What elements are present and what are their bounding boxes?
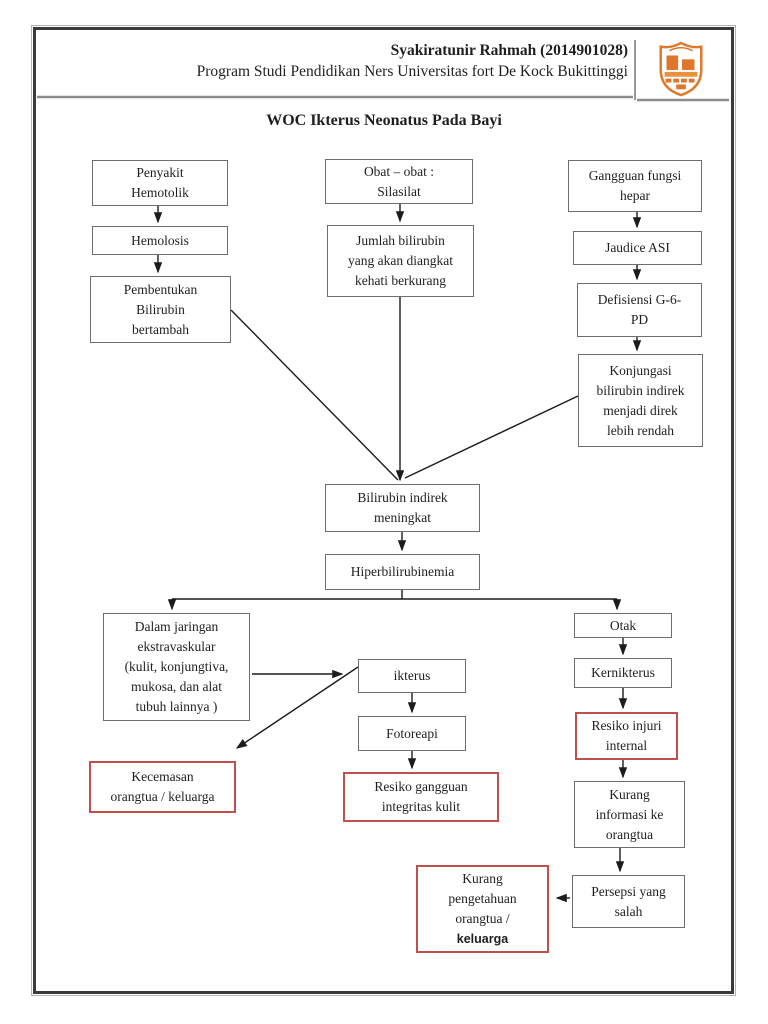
- flow-node-penyakit-hemotolik: Penyakit Hemotolik: [92, 160, 228, 206]
- flow-node-ikterus: ikterus: [358, 659, 466, 693]
- header: Syakiratunir Rahmah (2014901028) Program…: [120, 40, 628, 82]
- flow-node-bilirubin-indirek-meningkat: Bilirubin indirek meningkat: [325, 484, 480, 532]
- university-shield-logo-icon: [659, 41, 703, 97]
- flow-node-resiko-gangguan-integritas-kulit: Resiko gangguan integritas kulit: [343, 772, 499, 822]
- flow-node-konjungasi-bilirubin: Konjungasi bilirubin indirek menjadi dir…: [578, 354, 703, 447]
- flow-node-dalam-jaringan-ekstravaskular: Dalam jaringan ekstravaskular (kulit, ko…: [103, 613, 250, 721]
- flow-node-resiko-injuri-internal: Resiko injuri internal: [575, 712, 678, 760]
- flow-node-pembentukan-bilirubin: Pembentukan Bilirubin bertambah: [90, 276, 231, 343]
- flow-node-persepsi-salah: Persepsi yang salah: [572, 875, 685, 928]
- flow-node-kecemasan-orangtua: Kecemasan orangtua / keluarga: [89, 761, 236, 813]
- flow-node-kurang-pengetahuan: Kurang pengetahuan orangtua / keluarga: [416, 865, 549, 953]
- flow-node-kernikterus: Kernikterus: [574, 658, 672, 688]
- page-title: WOC Ikterus Neonatus Pada Bayi: [266, 112, 502, 129]
- flow-node-jaudice-asi: Jaudice ASI: [573, 231, 702, 265]
- flow-node-obat-silasilat: Obat – obat : Silasilat: [325, 159, 473, 204]
- flow-node-fotoreapi: Fotoreapi: [358, 716, 466, 751]
- flow-node-defisiensi-g6pd: Defisiensi G-6- PD: [577, 283, 702, 337]
- flow-node-kurang-pengetahuan-main: Kurang pengetahuan orangtua /: [448, 871, 517, 926]
- flow-node-kurang-informasi: Kurang informasi ke orangtua: [574, 781, 685, 848]
- header-program: Program Studi Pendidikan Ners Universita…: [196, 63, 628, 80]
- flow-node-otak: Otak: [574, 613, 672, 638]
- flow-node-kurang-pengetahuan-keluarga: keluarga: [456, 932, 509, 946]
- flow-node-hemolosis: Hemolosis: [92, 226, 228, 255]
- flow-node-hiperbilirubinemia: Hiperbilirubinemia: [325, 554, 480, 590]
- header-author: Syakiratunir Rahmah (2014901028): [390, 42, 628, 59]
- flow-node-gangguan-fungsi-hepar: Gangguan fungsi hepar: [568, 160, 702, 212]
- flow-node-jumlah-bilirubin: Jumlah bilirubin yang akan diangkat keha…: [327, 225, 474, 297]
